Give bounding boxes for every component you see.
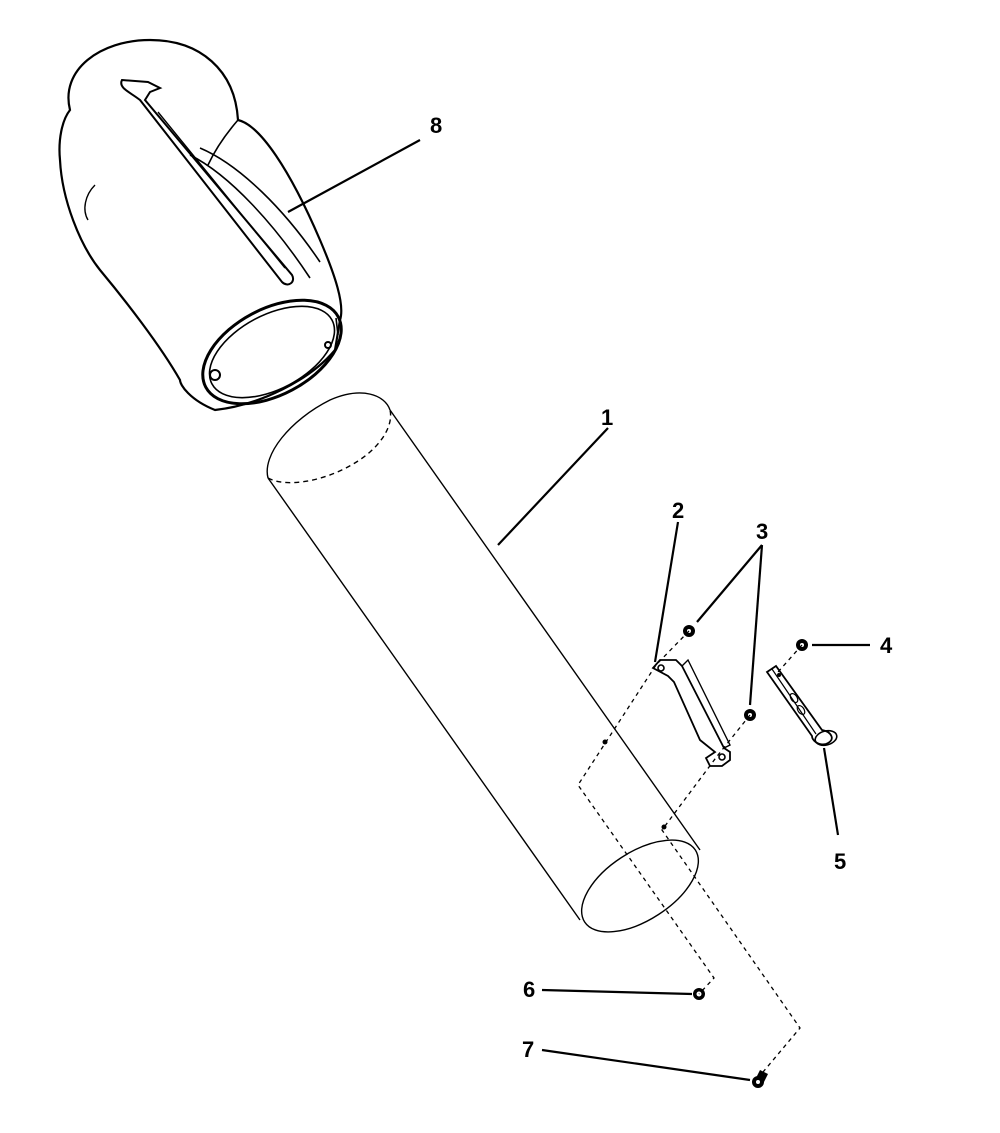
leader-line-6	[541, 988, 693, 996]
part-7-bolt	[752, 1070, 768, 1088]
leader-lines	[287, 139, 870, 1082]
leader-line-7	[541, 1048, 751, 1082]
callouts: 8 1 2 3 4 5 6 7	[430, 113, 893, 1062]
part-8-exhaust-elbow	[58, 38, 343, 412]
callout-3: 3	[756, 519, 768, 544]
leader-line-3b	[748, 544, 764, 706]
part-1-tube	[266, 392, 701, 933]
callout-7: 7	[522, 1037, 534, 1062]
assembly-line-dots	[602, 739, 667, 830]
callout-6: 6	[523, 977, 535, 1002]
callout-2: 2	[672, 498, 684, 523]
part-2-bracket	[651, 658, 731, 767]
leader-line-1	[497, 427, 609, 546]
callout-5: 5	[834, 849, 846, 874]
assembly-lines	[577, 630, 803, 1079]
callout-1: 1	[601, 405, 613, 430]
leader-line-2	[653, 521, 680, 663]
part-5-clamp-strap	[765, 664, 838, 747]
leader-line-8	[287, 139, 421, 213]
callout-4: 4	[880, 633, 893, 658]
callout-8: 8	[430, 113, 442, 138]
leader-line-3a	[696, 544, 763, 623]
leader-line-5	[822, 747, 840, 836]
